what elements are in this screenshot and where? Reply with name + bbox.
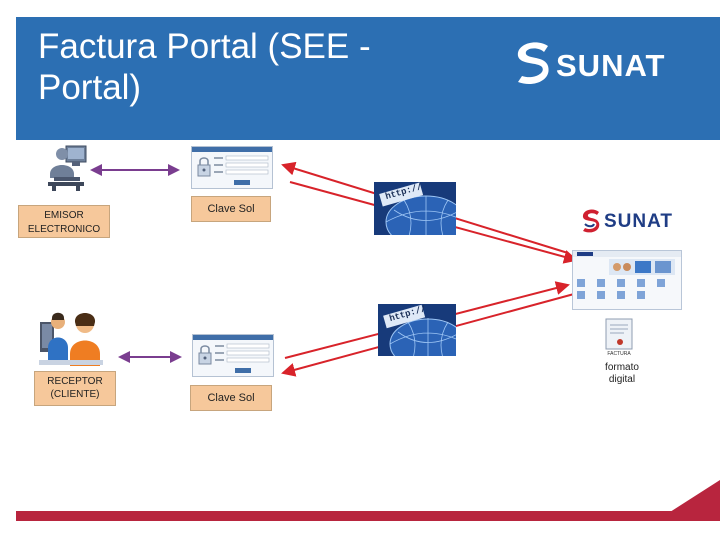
formato-digital-caption: formato digital: [605, 362, 639, 385]
lock-icon: [197, 157, 211, 177]
login-form-fields: [214, 155, 269, 185]
globe-http-image-top: http://: [374, 182, 467, 249]
footer-triangle: [670, 480, 720, 512]
login-window-bar: [192, 147, 272, 152]
page-title: Factura Portal (SEE - Portal): [38, 27, 371, 107]
globe-icon: [378, 304, 467, 371]
clave-sol-bottom: Clave Sol: [190, 385, 272, 411]
login-screen-top: [191, 146, 273, 189]
lock-icon: [198, 345, 212, 365]
sunat-logo-icon: [517, 42, 549, 85]
footer-bar: [16, 511, 720, 521]
sunat-portal-screen: [572, 250, 682, 310]
login-screen-bottom: [192, 334, 274, 377]
invoice-tag: FACTURA: [607, 351, 631, 357]
emisor-computer-icon: [48, 145, 87, 191]
sunat-portal-thumbnail: [573, 251, 681, 299]
sunat-small-logo-text: SUNAT: [604, 211, 674, 232]
invoice-document-icon: [605, 318, 633, 350]
receptor-label: RECEPTOR (CLIENTE): [34, 371, 116, 406]
sunat-logo-text: SUNAT: [556, 48, 666, 83]
clave-sol-top: Clave Sol: [191, 196, 271, 222]
header-banner: [16, 17, 720, 140]
emisor-label: EMISOR ELECTRONICO: [18, 205, 110, 238]
sunat-small-logo-icon: [582, 209, 600, 233]
login-window-bar: [193, 335, 273, 340]
receptor-users-icon: [39, 312, 103, 366]
globe-http-image-bottom: http://: [378, 304, 467, 371]
login-form-fields: [215, 343, 270, 373]
